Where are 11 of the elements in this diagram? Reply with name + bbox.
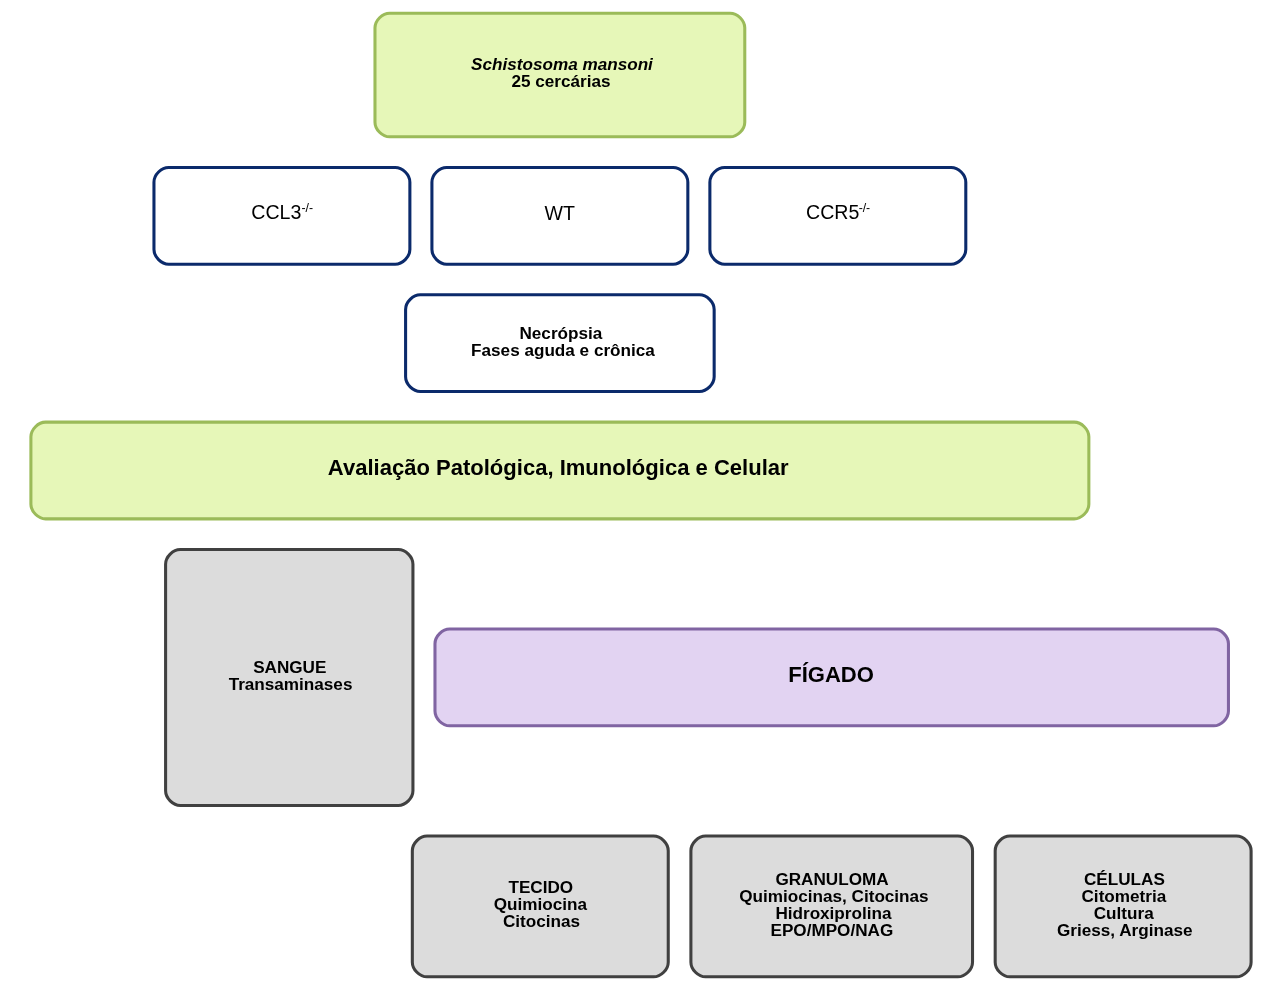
node-box: WT — [429, 165, 689, 266]
node-box: TECIDO Quimiocina Citocinas — [410, 834, 670, 979]
node-box: SANGUE Transaminases — [163, 547, 414, 807]
node-box: CCL3$^{-/-}$ — [151, 165, 411, 266]
node-box: Schistosoma mansoni 25 cercárias — [372, 11, 746, 139]
node-box: CÉLULAS Citometria Cultura Griess, Arginase — [993, 834, 1253, 979]
node-box: GRANULOMA Quimiocinas, Citocinas Hidroxiprolina EPO/MPO/NAG — [688, 834, 974, 979]
node-box: FÍGADO — [432, 627, 1230, 728]
node-box: Necrópsia Fases aguda e crônica — [403, 293, 716, 394]
node-box: CCR5$^{-/-}$ — [707, 165, 967, 266]
node-box: Avaliação Patológica, Imunológica e Celular — [28, 420, 1090, 521]
